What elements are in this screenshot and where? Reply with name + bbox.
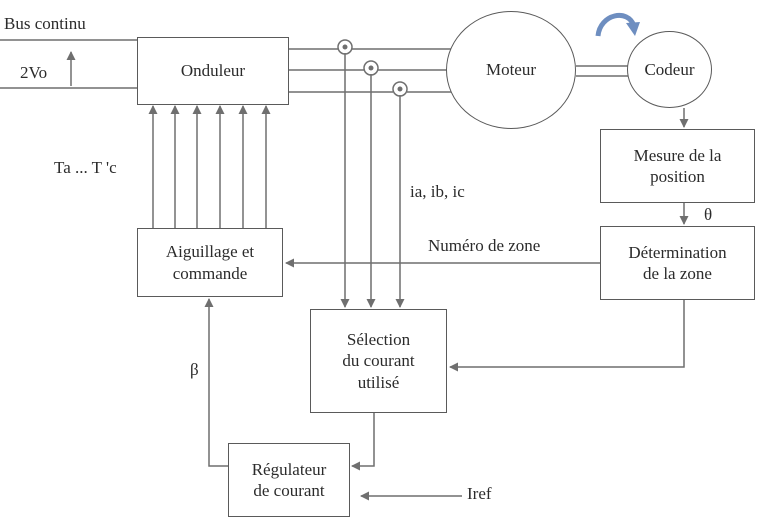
currents-label: ia, ib, ic xyxy=(410,182,465,201)
rotation-arrow-head xyxy=(626,22,640,36)
onduleur-block: Onduleur xyxy=(137,37,289,105)
switch-signals-label: Ta ... T 'c xyxy=(54,158,117,177)
beta-arrow xyxy=(204,298,228,467)
selection-to-regulateur-arrow xyxy=(351,413,375,471)
determination-zone-block: Détermination de la zone xyxy=(600,226,755,300)
aiguillage-commande-block: Aiguillage et commande xyxy=(137,228,283,297)
theta-label: θ xyxy=(704,205,713,224)
bus-continu-label: Bus continu xyxy=(4,14,86,33)
codeur-block: Codeur xyxy=(627,31,712,108)
zone-to-selection-arrow xyxy=(449,300,685,372)
zone-number-label: Numéro de zone xyxy=(428,236,541,255)
mesure-position-block: Mesure de la position xyxy=(600,129,755,203)
iref-label: Iref xyxy=(467,484,492,503)
voltage-label: 2Vo xyxy=(20,63,48,82)
regulateur-courant-block: Régulateur de courant xyxy=(228,443,350,517)
beta-label: β xyxy=(190,360,199,379)
selection-courant-block: Sélection du courant utilisé xyxy=(310,309,447,413)
rotation-arrow xyxy=(595,13,637,37)
moteur-block: Moteur xyxy=(446,11,576,129)
